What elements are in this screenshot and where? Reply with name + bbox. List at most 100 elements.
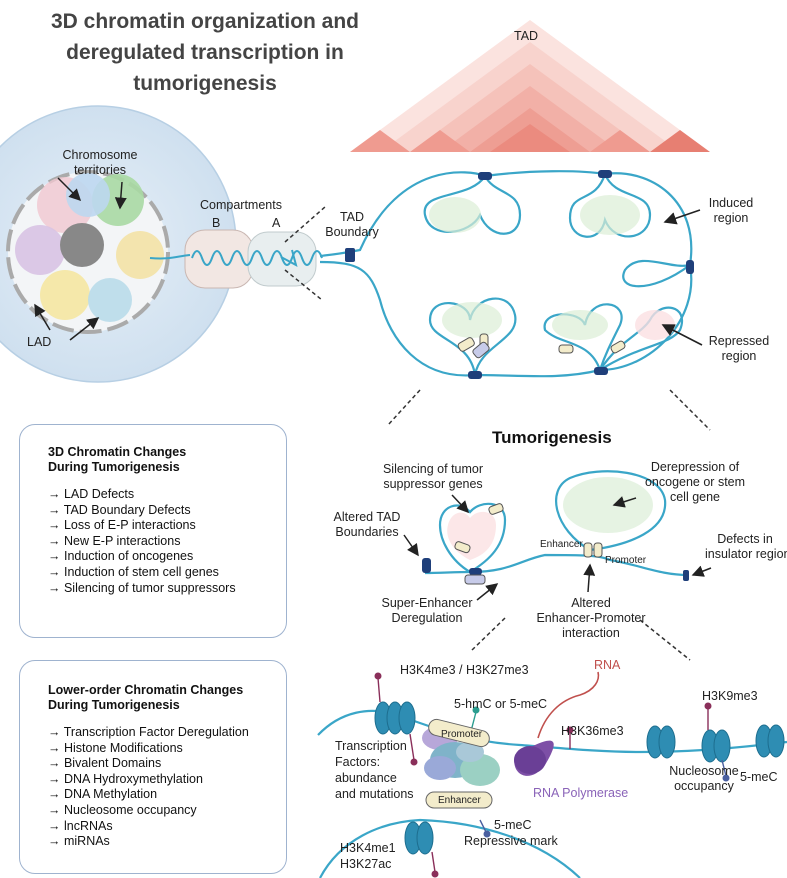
box2-item: → miRNAs [48,834,110,849]
nucleosomes [374,701,785,855]
compartment-b-label: B [212,216,221,230]
repressed-region-line2: region [721,349,757,363]
repressive-mark-label: Repressive mark [464,834,558,848]
altered-ep-line3: interaction [562,626,620,640]
box2-item: → DNA Hydroxymethylation [48,771,203,786]
defects-line2: insulator regions [705,547,787,561]
nucleosome-occupancy-label: Nucleosome occupancy [664,764,744,794]
derepression-line3: cell gene [669,490,721,504]
boundary-markers [345,170,694,379]
title-line-2: deregulated transcription in tumorigenes… [66,41,344,95]
rna-polymerase-label: RNA Polymerase [533,786,629,800]
compartments-label: Compartments [200,198,282,212]
promoter-small-label: Promoter [605,555,647,566]
box1-heading-line1: 3D Chromatin Changes [48,445,187,459]
h3k36me3-label: H3K36me3 [561,724,624,738]
tumorigenesis-markers [422,503,689,585]
tumorigenesis-heading: Tumorigenesis [492,428,612,447]
tf-line3: abundance [335,771,397,785]
box2-heading-line1: Lower-order Chromatin Changes [48,683,244,697]
derepression-line1: Derepression of [650,460,740,474]
tad-triangle [350,20,710,152]
induced-region-label: Induced region [700,196,762,226]
altered-tad-line1: Altered TAD [333,510,401,524]
h3k4me1-line: H3K4me1 [340,841,396,855]
compartments [149,229,323,289]
box2-item: → lncRNAs [48,818,113,833]
box2-heading-line2: During Tumorigenesis [48,698,180,712]
h3k9me3-label: H3K9me3 [702,689,758,703]
element-markers [457,333,626,359]
enhancer-block-label: Enhancer [438,795,481,806]
altered-tad-label: Altered TAD Boundaries [326,510,408,540]
lad-label: LAD [27,335,52,349]
defects-insulator-label: Defects in insulator regions [705,532,787,562]
hmc-label: 5-hmC or 5-meC [454,697,548,711]
box1-item: → Induction of oncogenes [48,549,194,564]
box2-item: → Histone Modifications [48,740,183,755]
tf-line2: Factors: [335,755,381,769]
h3k4me1-h3k27ac-label: H3K4me1 H3K27ac [340,840,396,872]
repressed-region-line1: Repressed [708,334,770,348]
enhancer-small-label: Enhancer [540,539,583,550]
promoter-enhancer-blocks [425,718,493,809]
box1-item: → TAD Boundary Defects [48,502,191,517]
repressed-region-label: Repressed region [702,334,776,364]
meC-label: 5-meC [494,818,532,832]
histone-marks [374,672,730,878]
box2-item: → Transcription Factor Deregulation [48,725,249,739]
h3k27ac-line: H3K27ac [340,857,392,871]
box1-item: → LAD Defects [48,487,135,501]
super-enhancer-line1: Super-Enhancer [381,596,473,610]
chromosome-territories-label: Chromosome territories [50,148,150,178]
altered-tad-line2: Boundaries [335,525,399,539]
title-line-1: 3D chromatin organization and [50,10,360,33]
chromatin-changes-box: 3D Chromatin Changes During Tumorigenesi… [19,424,287,638]
tad-boundary-line1: TAD [339,210,365,224]
silencing-line1: Silencing of tumor [382,462,484,476]
tf-line1: Transcription [335,739,407,753]
lower-order-changes-box: Lower-order Chromatin Changes During Tum… [19,660,287,874]
tad-boundary-line2: Boundary [325,225,379,239]
derepression-label: Derepression of oncogene or stem cell ge… [640,460,750,505]
nucleosome-line2: occupancy [674,779,734,793]
altered-ep-line2: Enhancer-Promoter [536,611,646,625]
transcription-factors-label: Transcription Factors: abundance and mut… [335,738,414,802]
chromosome-territories-line2: territories [73,163,127,177]
h3k4me3-h3k27me3-label: H3K4me3 / H3K27me3 [400,663,529,677]
meC-right-label: 5-meC [740,770,778,784]
box2-item: → Nucleosome occupancy [48,802,197,817]
box1-item: → New E-P interactions [48,533,181,548]
tf-line4: and mutations [335,787,414,801]
induced-region-line2: region [713,211,749,225]
page-title: 3D chromatin organization and deregulate… [0,6,410,99]
altered-ep-label: Altered Enhancer-Promoter interaction [532,596,650,641]
tad-label: TAD [514,29,539,43]
tad-domain-shading [429,195,675,340]
derepression-line2: oncogene or stem [644,475,746,489]
box1-item: → Silencing of tumor suppressors [48,580,236,595]
tad-loops [319,170,693,378]
box2-item: → DNA Methylation [48,787,158,802]
silencing-line2: suppressor genes [383,477,483,491]
box1-item: → Induction of stem cell genes [48,564,219,579]
silencing-label: Silencing of tumor suppressor genes [374,462,492,492]
induced-region-line1: Induced [708,196,754,210]
rna-polymerase [514,671,600,776]
chromosome-territories-line1: Chromosome [62,148,138,162]
box1-heading-line2: During Tumorigenesis [48,460,180,474]
box1-item: → Loss of E-P interactions [48,518,196,533]
rna-label: RNA [594,658,621,672]
super-enhancer-line2: Deregulation [391,611,463,625]
compartment-a-label: A [272,216,281,230]
tad-boundary-label: TAD Boundary [322,210,382,240]
altered-ep-line1: Altered [571,596,611,610]
promoter-block-label: Promoter [441,729,483,740]
box2-item: → Bivalent Domains [48,756,162,771]
defects-line1: Defects in [717,532,773,546]
super-enhancer-label: Super-Enhancer Deregulation [372,596,482,626]
tumorigenesis-chromatin [424,470,689,577]
nucleosome-line1: Nucleosome [669,764,739,778]
nucleus [0,105,237,383]
